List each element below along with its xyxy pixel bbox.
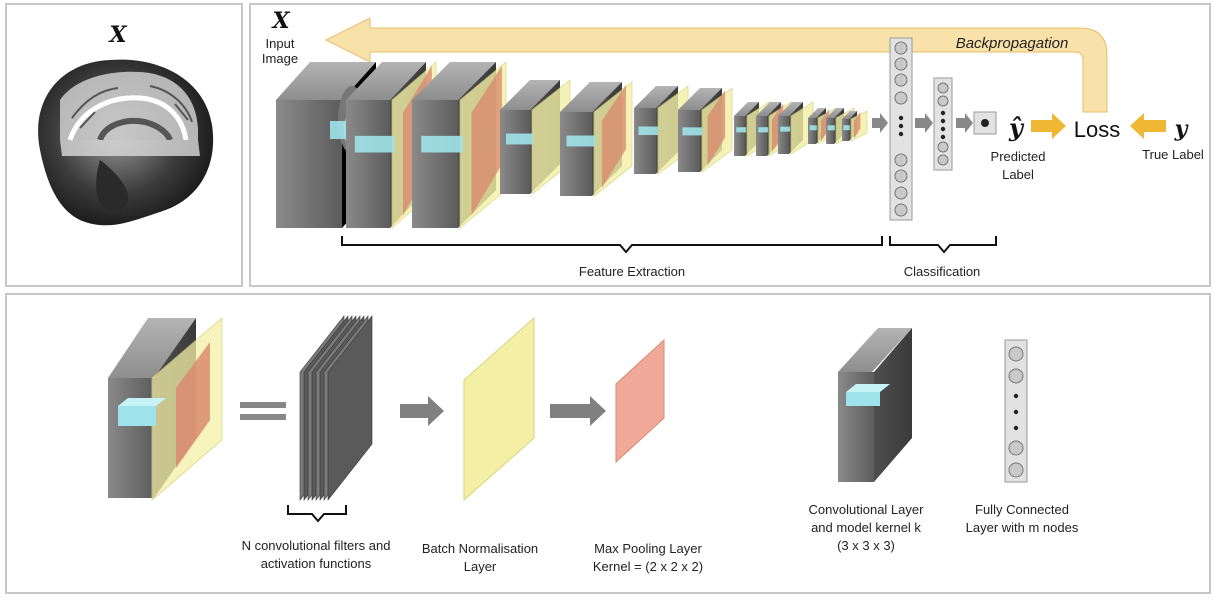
ellipsis-dot — [940, 118, 946, 124]
loss-label: Loss — [1074, 117, 1120, 142]
ellipsis-dot — [1013, 425, 1019, 431]
legend-conv-block-example — [108, 316, 223, 502]
batch-norm-label-line1: Batch Normalisation — [422, 541, 538, 556]
legend-batch-norm-plane — [463, 316, 535, 502]
ellipsis-dot — [940, 110, 946, 116]
filter-stack-brace — [287, 505, 347, 523]
feature-extraction-brace — [341, 236, 883, 254]
neuron-node — [1008, 440, 1024, 456]
conv-layer-label-line3: (3 x 3 x 3) — [837, 538, 895, 553]
neuron-node — [894, 41, 908, 55]
predicted-label-line2: Label — [1002, 167, 1034, 182]
true-label: True Label — [1142, 147, 1204, 162]
input-symbol: X — [270, 8, 290, 34]
neuron-node — [1008, 368, 1024, 384]
ellipsis-dot — [1013, 393, 1019, 399]
neuron-node — [894, 73, 908, 87]
true-symbol: y — [1174, 116, 1190, 142]
conv-layer-label-line2: and model kernel k — [811, 520, 921, 535]
true-to-loss-arrow — [1130, 113, 1166, 139]
legend-max-pool-plane — [615, 338, 665, 464]
fc-label-line1: Fully Connected — [975, 502, 1069, 517]
feature-extraction-label: Feature Extraction — [579, 264, 685, 279]
predicted-to-loss-arrow — [1031, 113, 1066, 139]
fully-connected-layer-2 — [933, 77, 953, 171]
flatten-arrow — [872, 113, 888, 133]
ellipsis-dot — [940, 126, 946, 132]
ellipsis-dot — [898, 131, 904, 137]
neuron-node — [937, 82, 949, 94]
neuron-node — [894, 57, 908, 71]
conv-block-6 — [678, 87, 733, 173]
conv-filters-label-line2: activation functions — [261, 556, 372, 571]
ellipsis-dot — [940, 134, 946, 140]
neuron-node — [937, 95, 949, 107]
conv-layer-label-line1: Convolutional Layer — [809, 502, 925, 517]
conv-block-2 — [412, 61, 507, 229]
max-pool-label-line1: Max Pooling Layer — [594, 541, 702, 556]
neuron-node — [894, 186, 908, 200]
neuron-node — [894, 91, 908, 105]
legend-conv-layer-block — [838, 328, 912, 482]
backpropagation-label: Backpropagation — [956, 35, 1069, 52]
neuron-node — [937, 154, 949, 166]
classification-brace — [889, 236, 997, 254]
conv-filters-label-line1: N convolutional filters and — [242, 538, 391, 553]
ellipsis-dot — [898, 123, 904, 129]
max-pool-label-line2: Kernel = (2 x 2 x 2) — [593, 559, 703, 574]
input-label-line1: Input — [266, 36, 295, 51]
fully-connected-layer-1 — [889, 37, 913, 221]
neuron-node — [937, 141, 949, 153]
neuron-node — [894, 153, 908, 167]
classification-label: Classification — [904, 264, 981, 279]
predicted-symbol: ŷ — [1008, 113, 1025, 142]
conv-block-12 — [842, 110, 868, 142]
batch-norm-label-line2: Layer — [464, 559, 497, 574]
input-label-line2: Image — [262, 51, 298, 66]
legend-fully-connected-layer — [1004, 339, 1028, 483]
feature-extraction-layers — [346, 61, 868, 229]
fc-arrow-1 — [915, 113, 933, 133]
legend-arrow-1 — [400, 396, 444, 426]
brain-mri-render — [38, 59, 214, 226]
output-node — [973, 111, 997, 135]
conv-block-4 — [560, 81, 633, 197]
neuron-node — [894, 203, 908, 217]
legend-filter-stack — [299, 315, 373, 501]
conv-block-9 — [778, 101, 814, 155]
fc-label-line2: Layer with m nodes — [966, 520, 1079, 535]
neuron-node — [894, 169, 908, 183]
brain-symbol: X — [107, 22, 127, 48]
neuron-node — [1008, 346, 1024, 362]
fc-arrow-2 — [956, 113, 973, 133]
neuron-node — [1008, 462, 1024, 478]
equals-bar-bottom — [240, 414, 286, 420]
ellipsis-dot — [1013, 409, 1019, 415]
predicted-label-line1: Predicted — [991, 149, 1046, 164]
legend-arrow-2 — [550, 396, 606, 426]
equals-bar-top — [240, 402, 286, 408]
ellipsis-dot — [898, 115, 904, 121]
